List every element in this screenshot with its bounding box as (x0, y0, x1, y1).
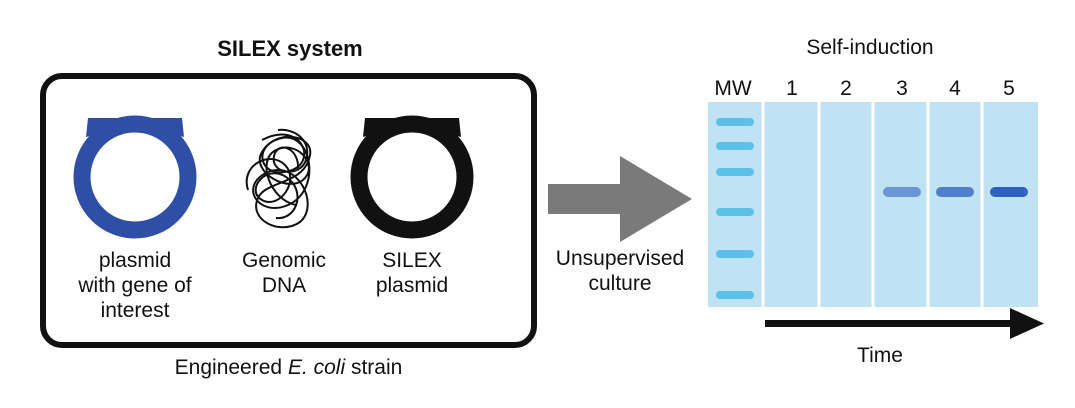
blue-plasmid-icon (73, 115, 197, 239)
mw-ladder-band-4 (716, 208, 754, 216)
black-plasmid-icon (350, 115, 474, 239)
mw-ladder-band-3 (716, 168, 754, 176)
engineered-strain-box (40, 73, 537, 348)
mw-ladder-band-1 (716, 118, 754, 126)
band-lane-4 (936, 187, 974, 197)
lane-label-5: 5 (1003, 77, 1015, 100)
process-arrow (548, 156, 692, 242)
process-label: Unsupervised culture (555, 247, 685, 295)
time-axis-label: Time (857, 344, 903, 367)
mw-ladder-band-6 (716, 291, 754, 299)
band-lane-5 (990, 187, 1028, 197)
lane-label-1: 1 (786, 77, 798, 100)
mw-ladder-band-5 (716, 250, 754, 258)
gel-image (708, 102, 1038, 307)
strain-label: Engineered E. coli strain (174, 356, 403, 379)
lane-label-2: 2 (840, 77, 852, 100)
gel-title: Self-induction (806, 36, 934, 59)
lane-label-4: 4 (949, 77, 961, 100)
mw-ladder (716, 118, 754, 299)
genomic-dna-tangle-icon (245, 128, 312, 229)
lane-label-mw: MW (714, 77, 752, 100)
lane-label-3: 3 (896, 77, 908, 100)
band-lane-3 (883, 187, 921, 197)
time-arrow (765, 308, 1044, 339)
mw-ladder-band-2 (716, 142, 754, 150)
system-title: SILEX system (217, 36, 363, 61)
